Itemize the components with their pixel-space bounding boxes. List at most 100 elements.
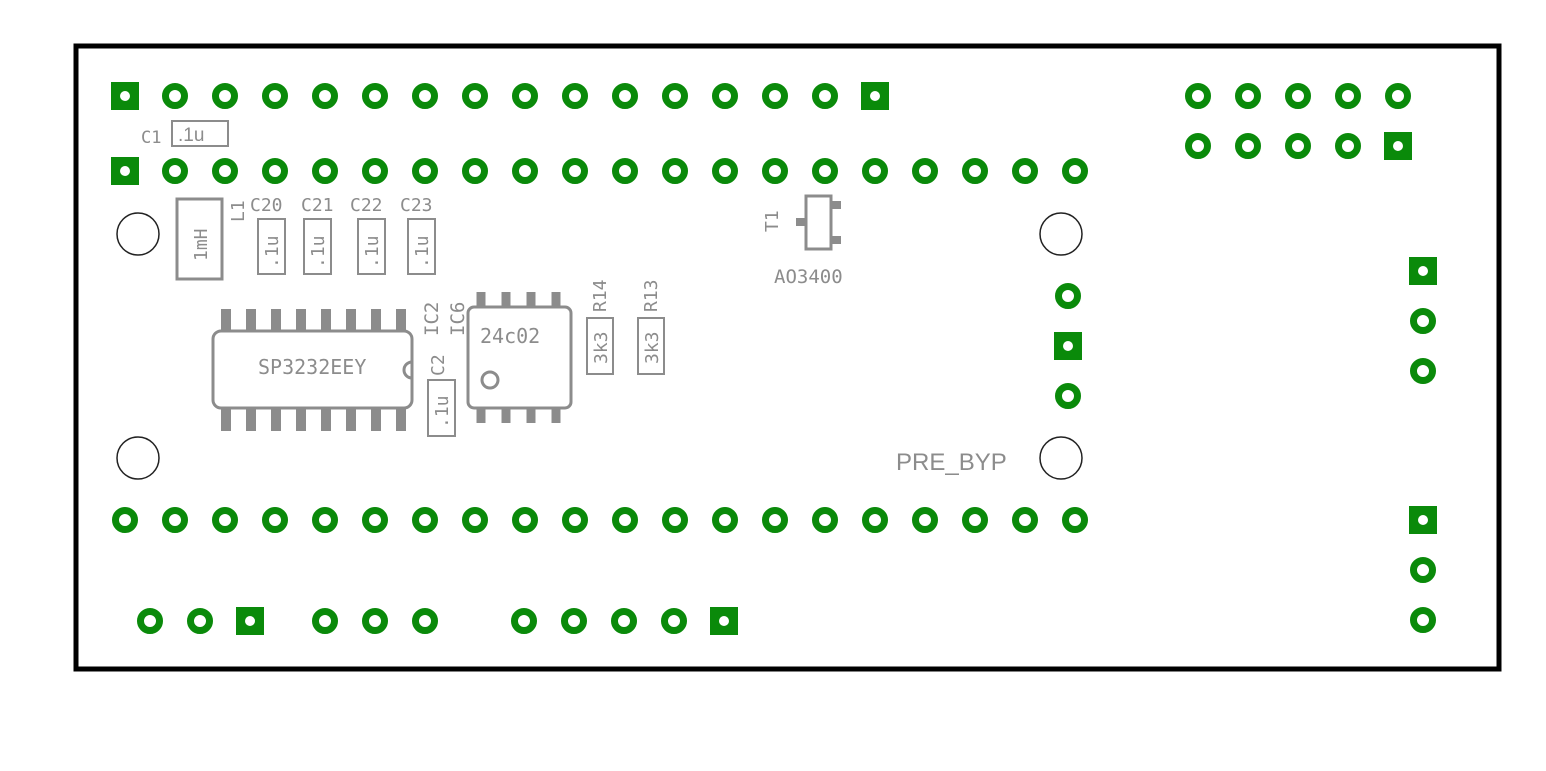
header-row2-pad [912,158,938,184]
header-row3-pad [262,507,288,533]
r14-label: R14 [590,279,611,312]
c2-label: C2 [428,354,449,376]
header-row1-pad [712,83,738,109]
header-row3-pad [512,507,538,533]
header-mid-pad [1055,383,1081,409]
c1-label: C1 [141,128,161,148]
header-row3-pad [762,507,788,533]
c22-component: .1u C22 [350,195,386,275]
header-mid-pad [1055,283,1081,309]
header-row3-pad [212,507,238,533]
header-row2-pad [412,158,438,184]
header-bottom-c-pad [611,608,637,634]
header-row3-pad [412,507,438,533]
header-row3-pad [662,507,688,533]
pads-layer [111,82,1437,635]
header-row1-pad [262,83,288,109]
header-bottom-c-pad [511,608,537,634]
ic6-component: 24c02 IC6 [447,292,573,423]
header-row1-pad [111,82,139,110]
header-row2-pad [362,158,388,184]
ic2-pin [296,309,306,332]
ic6-pin [526,292,536,307]
ic2-pin [321,309,331,332]
header-row1-pad [562,83,588,109]
header-tr-top-pad [1185,83,1211,109]
header-row1-pad [861,82,889,110]
header-row2-pad [562,158,588,184]
ic2-pin [371,309,381,332]
ic2-pin [396,309,406,332]
header-bottom-c-pad [561,608,587,634]
ic2-pin [246,309,256,332]
mount-hole-bottom-right [1039,436,1083,480]
ic6-pin [551,292,561,307]
header-row2-pad [812,158,838,184]
c23-value-label: .1u [412,235,433,268]
ic6-part-label: 24c02 [480,324,540,348]
ic2-pin [346,408,356,431]
l1-value-label: 1mH [191,228,212,261]
header-row3-pad [162,507,188,533]
ic6-pin [476,292,486,307]
ic2-pins [221,309,406,431]
ic2-pin [221,309,231,332]
header-bottom-c-pad [661,608,687,634]
header-tr-bottom-pad [1285,133,1311,159]
header-tr-bottom-pad [1335,133,1361,159]
r13-label: R13 [641,279,662,312]
c2-value-label: .1u [432,395,453,428]
header-row3-pad [812,507,838,533]
ic6-pin [501,292,511,307]
r13-value-label: 3k3 [642,331,663,364]
header-row2-pad [312,158,338,184]
header-row2-pad [662,158,688,184]
mount-hole-top-left [116,212,160,256]
header-bottom-b-pad [312,608,338,634]
mounting-holes [116,212,1083,480]
header-row3-pad [312,507,338,533]
header-row2-pad [212,158,238,184]
header-row3-pad [912,507,938,533]
c20-label: C20 [250,195,283,216]
header-row2-pad [162,158,188,184]
header-bottom-a-pad [137,608,163,634]
header-row1-pad [212,83,238,109]
ic2-pin [271,309,281,332]
header-bottom-a-pad [187,608,213,634]
mount-hole-top-right [1039,212,1083,256]
ic2-component: SP3232EEY IC2 [211,302,443,431]
l1-component: 1mH L1 [175,197,249,281]
header-tr-top-pad [1285,83,1311,109]
header-row1-pad [412,83,438,109]
header-bottom-b-pad [362,608,388,634]
c23-label: C23 [400,195,433,216]
header-row1-pad [162,83,188,109]
t1-component: T1 AO3400 [762,194,843,288]
ic2-pin [246,408,256,431]
header-tr-top-pad [1335,83,1361,109]
header-row1-pad [662,83,688,109]
header-row2-pad [762,158,788,184]
c21-label: C21 [301,195,334,216]
header-row1-pad [612,83,638,109]
header-mid-pad [1054,332,1082,360]
header-row3-pad [1012,507,1038,533]
c22-label: C22 [350,195,383,216]
c2-component: .1u C2 [427,354,456,437]
header-row2-pad [1062,158,1088,184]
c23-component: .1u C23 [400,195,436,275]
c20-component: .1u C20 [250,195,286,275]
c20-value-label: .1u [262,235,283,268]
ic2-pin [271,408,281,431]
ic6-pin [501,408,511,423]
header-row2-pad [262,158,288,184]
header-bottom-a-pad [236,607,264,635]
header-tr-top-pad [1385,83,1411,109]
mount-hole-bottom-left [116,436,160,480]
header-row3-pad [962,507,988,533]
header-row2-pad [111,157,139,185]
header-tr-top-pad [1235,83,1261,109]
header-tr-bottom-pad [1384,132,1412,160]
